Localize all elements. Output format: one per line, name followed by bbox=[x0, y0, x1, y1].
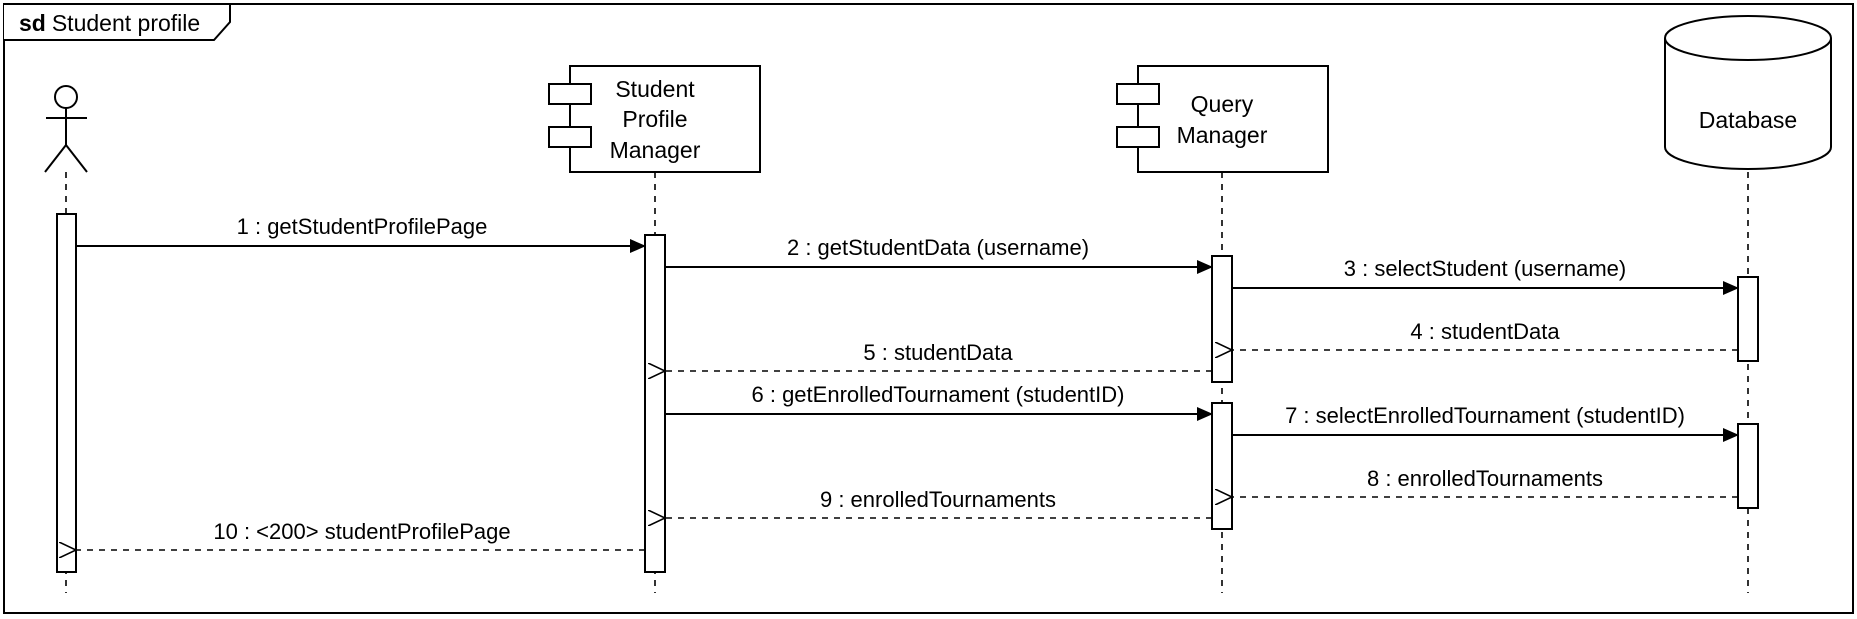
message-9: 9 : enrolledTournaments bbox=[665, 487, 1212, 518]
component-icon bbox=[548, 83, 592, 105]
activation-bar-query-manager bbox=[1211, 402, 1233, 530]
frame-keyword: sd bbox=[19, 10, 46, 36]
message-8: 8 : enrolledTournaments bbox=[1232, 466, 1738, 497]
participant-label-line: Query bbox=[1191, 91, 1254, 117]
participant-query-manager: Query Manager bbox=[1116, 65, 1329, 173]
message-label: 10 : <200> studentProfilePage bbox=[213, 519, 510, 544]
participant-label-line: Manager bbox=[1177, 122, 1268, 148]
frame-border bbox=[3, 3, 1854, 614]
participant-label-line: Profile bbox=[622, 106, 687, 132]
message-label: 2 : getStudentData (username) bbox=[787, 235, 1089, 260]
participant-label-line: Manager bbox=[610, 137, 701, 163]
participant-database: Database bbox=[1664, 15, 1832, 170]
message-4: 4 : studentData bbox=[1232, 319, 1738, 350]
participant-label-line: Student bbox=[615, 76, 695, 102]
activation-bar-actor bbox=[56, 213, 77, 573]
message-label: 4 : studentData bbox=[1410, 319, 1560, 344]
actor-icon bbox=[44, 85, 88, 173]
frame-tab bbox=[4, 3, 231, 41]
activation-bar-query-manager bbox=[1211, 255, 1233, 383]
message-label: 6 : getEnrolledTournament (studentID) bbox=[752, 382, 1125, 407]
participant-student-profile-manager: Student Profile Manager bbox=[548, 65, 761, 173]
message-3: 3 : selectStudent (username) bbox=[1232, 256, 1739, 295]
message-6: 6 : getEnrolledTournament (studentID) bbox=[665, 382, 1213, 421]
message-7: 7 : selectEnrolledTournament (studentID) bbox=[1232, 403, 1739, 442]
database-icon bbox=[1664, 38, 1832, 170]
component-icon bbox=[1116, 126, 1160, 148]
message-10: 10 : <200> studentProfilePage bbox=[76, 519, 645, 550]
message-label: 9 : enrolledTournaments bbox=[820, 487, 1056, 512]
message-label: 8 : enrolledTournaments bbox=[1367, 466, 1603, 491]
message-5: 5 : studentData bbox=[665, 340, 1212, 371]
message-label: 5 : studentData bbox=[863, 340, 1013, 365]
message-1: 1 : getStudentProfilePage bbox=[76, 214, 646, 253]
message-label: 1 : getStudentProfilePage bbox=[237, 214, 488, 239]
activation-bar-student-profile-manager bbox=[644, 234, 666, 573]
message-2: 2 : getStudentData (username) bbox=[665, 235, 1213, 274]
message-label: 3 : selectStudent (username) bbox=[1344, 256, 1626, 281]
activation-bar-database bbox=[1737, 276, 1759, 362]
message-label: 7 : selectEnrolledTournament (studentID) bbox=[1285, 403, 1685, 428]
component-icon bbox=[548, 126, 592, 148]
participant-label: Database bbox=[1699, 107, 1797, 133]
component-icon bbox=[1116, 83, 1160, 105]
frame-title-text: Student profile bbox=[52, 10, 200, 36]
activation-bar-database bbox=[1737, 423, 1759, 509]
